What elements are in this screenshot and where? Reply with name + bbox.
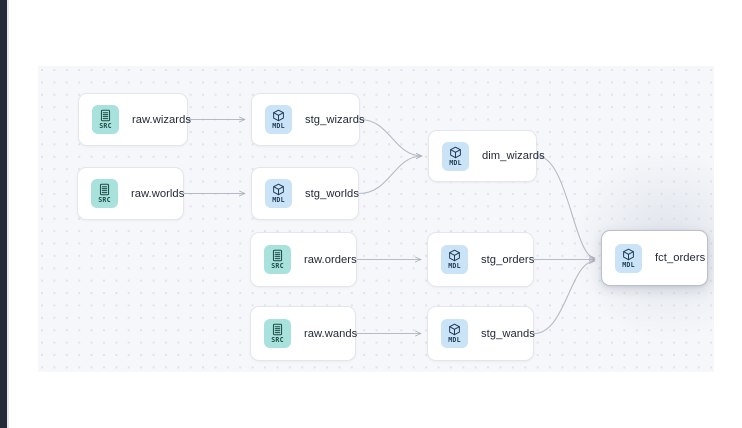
- node-badge-mdl: MDL: [441, 319, 468, 348]
- cube-icon: [273, 109, 284, 122]
- lineage-node-stg_worlds[interactable]: MDL stg_worlds: [251, 167, 359, 220]
- node-badge-label: SRC: [99, 122, 112, 130]
- database-icon: [272, 323, 283, 336]
- node-label: fct_orders: [655, 252, 706, 264]
- node-badge-src: SRC: [91, 179, 118, 208]
- lineage-node-stg_wands[interactable]: MDL stg_wands: [427, 306, 535, 361]
- cube-icon: [273, 183, 284, 196]
- node-badge-mdl: MDL: [265, 179, 292, 208]
- node-badge-label: MDL: [622, 260, 635, 269]
- lineage-node-raw_wands[interactable]: SRC raw.wands: [250, 306, 358, 361]
- node-badge-label: MDL: [448, 336, 461, 344]
- node-badge-label: SRC: [271, 336, 284, 344]
- node-label: raw.orders: [304, 253, 357, 266]
- app-rail-divider: [7, 0, 9, 428]
- node-label: stg_worlds: [305, 187, 359, 200]
- database-icon: [100, 109, 111, 122]
- node-label: raw.wands: [304, 327, 358, 340]
- app-rail: [0, 0, 7, 428]
- node-badge-label: MDL: [448, 262, 461, 270]
- node-label: stg_wands: [481, 327, 535, 340]
- node-badge-mdl: MDL: [442, 141, 469, 171]
- cube-icon: [450, 146, 461, 158]
- node-badge-mdl: MDL: [265, 105, 292, 134]
- node-badge-label: MDL: [449, 158, 462, 167]
- node-badge-label: SRC: [98, 196, 111, 204]
- node-badge-label: MDL: [272, 196, 285, 204]
- cube-icon: [449, 323, 460, 336]
- node-label: stg_wizards: [305, 113, 365, 126]
- lineage-node-stg_wizards[interactable]: MDL stg_wizards: [251, 93, 365, 146]
- lineage-node-raw_orders[interactable]: SRC raw.orders: [250, 232, 357, 287]
- database-icon: [272, 249, 283, 262]
- node-badge-mdl: MDL: [615, 243, 642, 273]
- node-badge-label: MDL: [272, 122, 285, 130]
- node-badge-label: SRC: [271, 262, 284, 270]
- cube-icon: [449, 249, 460, 262]
- database-icon: [99, 183, 110, 196]
- lineage-node-dim_wizards[interactable]: MDL dim_wizards: [428, 130, 545, 182]
- node-badge-src: SRC: [264, 319, 291, 348]
- lineage-node-stg_orders[interactable]: MDL stg_orders: [427, 232, 534, 287]
- node-badge-src: SRC: [264, 245, 291, 274]
- lineage-node-raw_worlds[interactable]: SRC raw.worlds: [77, 167, 184, 220]
- node-label: stg_orders: [481, 253, 535, 266]
- node-badge-src: SRC: [92, 105, 119, 134]
- node-badge-mdl: MDL: [441, 245, 468, 274]
- node-label: raw.worlds: [131, 187, 185, 200]
- lineage-node-raw_wizards[interactable]: SRC raw.wizards: [78, 93, 191, 146]
- node-label: dim_wizards: [482, 150, 545, 162]
- lineage-node-fct_orders[interactable]: MDL fct_orders: [601, 230, 708, 286]
- node-label: raw.wizards: [132, 113, 191, 126]
- cube-icon: [623, 248, 634, 260]
